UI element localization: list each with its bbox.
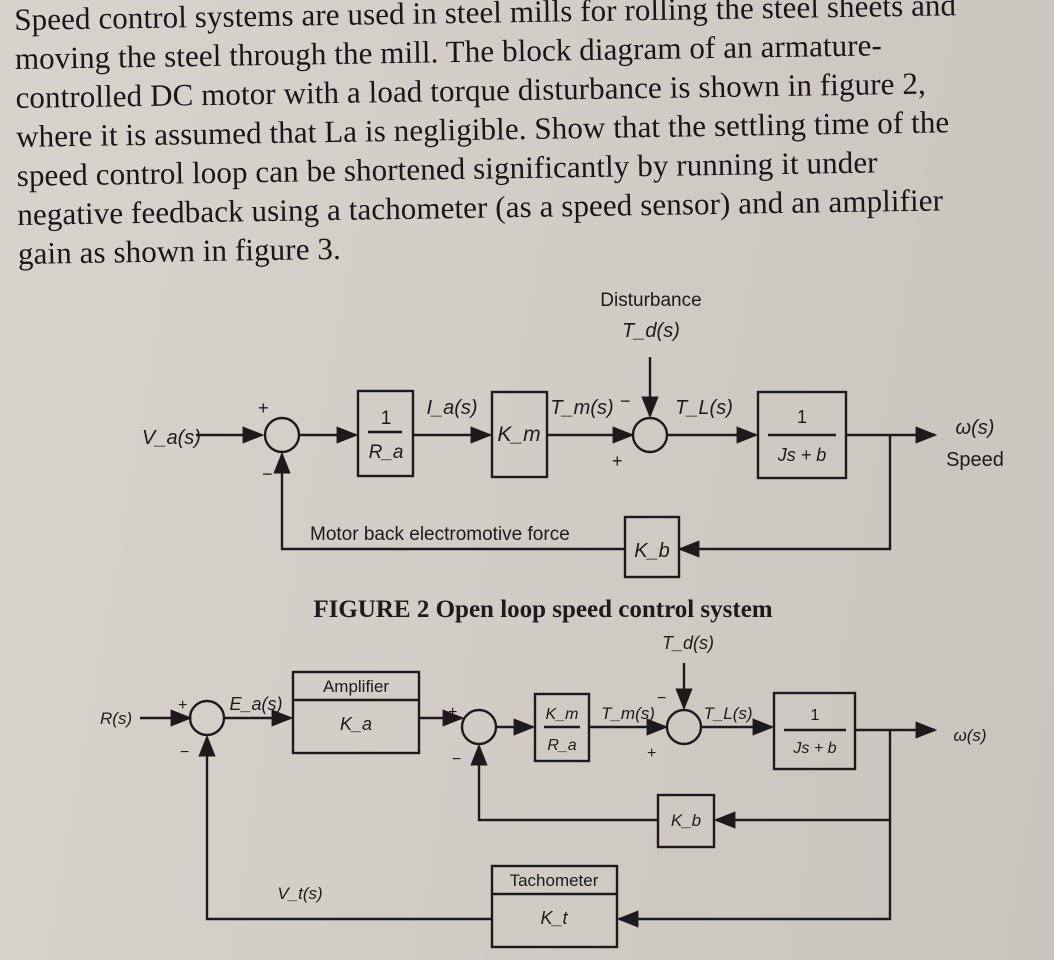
- vt-label: V_t(s): [277, 884, 322, 903]
- ia-label: I_a(s): [426, 397, 477, 419]
- figure-3-labels: T_d(s) R(s) + − E_a(s) Amplifier K_a + −…: [100, 633, 987, 928]
- plant-denominator-3: Js + b: [792, 740, 836, 757]
- figure-3: [140, 663, 938, 949]
- tachometer-gain: K_t: [540, 908, 568, 928]
- ra-block: [356, 389, 415, 478]
- sum3-plus: +: [178, 697, 187, 714]
- plant-numerator: 1: [797, 407, 807, 427]
- kmra-denominator: R_a: [547, 737, 576, 754]
- output-caption-speed: Speed: [946, 449, 1004, 471]
- sum4-plus: +: [448, 704, 457, 721]
- sum4-minus: −: [452, 751, 461, 768]
- km-block-label: K_m: [497, 423, 540, 446]
- sum1-plus: +: [258, 398, 269, 418]
- summing-junction-5: [665, 708, 703, 746]
- tm-label: T_m(s): [550, 397, 613, 419]
- figure-2-caption: FIGURE 2 Open loop speed control system: [313, 596, 772, 623]
- input-label-va: V_a(s): [142, 427, 201, 449]
- tachometer-title: Tachometer: [510, 871, 599, 890]
- kmra-numerator: K_m: [546, 706, 579, 723]
- plant-denominator: Js + b: [777, 445, 827, 465]
- disturbance-label: Disturbance: [600, 290, 701, 311]
- amplifier-block: [291, 670, 421, 755]
- kb-block-label: K_b: [634, 540, 670, 562]
- summing-junction-2: [631, 416, 669, 454]
- figure-2-labels: Disturbance T_d(s) V_a(s) + − 1 R_a I_a(…: [142, 290, 1004, 623]
- amplifier-title: Amplifier: [323, 677, 389, 696]
- plant-numerator-3: 1: [811, 707, 820, 724]
- summing-junction-4: [460, 708, 498, 746]
- back-emf-label: Motor back electromotive force: [310, 524, 570, 545]
- tl-label-3: T_L(s): [703, 704, 752, 723]
- sum2-plus: +: [612, 451, 623, 471]
- sum1-minus: −: [262, 464, 273, 484]
- sum5-plus: +: [647, 745, 656, 762]
- summing-junction-1: [263, 416, 301, 454]
- summing-junction-3: [188, 699, 226, 737]
- tm-label-3: T_m(s): [601, 704, 655, 723]
- sum2-minus: −: [620, 391, 631, 411]
- kb-block: [623, 515, 681, 579]
- amplifier-gain: K_a: [340, 714, 372, 734]
- td-label-3: T_d(s): [662, 633, 714, 653]
- output-label-omega: ω(s): [956, 417, 995, 439]
- ea-label: E_a(s): [229, 694, 282, 714]
- figure-2: [196, 357, 938, 579]
- kb-block-label-3: K_b: [671, 811, 701, 830]
- tl-label: T_L(s): [675, 397, 733, 419]
- ra-block-numerator: 1: [381, 408, 392, 429]
- tachometer-block: [490, 864, 619, 949]
- output-label-omega-3: ω(s): [953, 726, 986, 745]
- input-label-r: R(s): [100, 709, 132, 728]
- ra-block-denominator: R_a: [369, 442, 404, 463]
- sum3-minus: −: [180, 744, 189, 761]
- sum5-minus: −: [657, 690, 666, 707]
- td-label: T_d(s): [622, 320, 680, 342]
